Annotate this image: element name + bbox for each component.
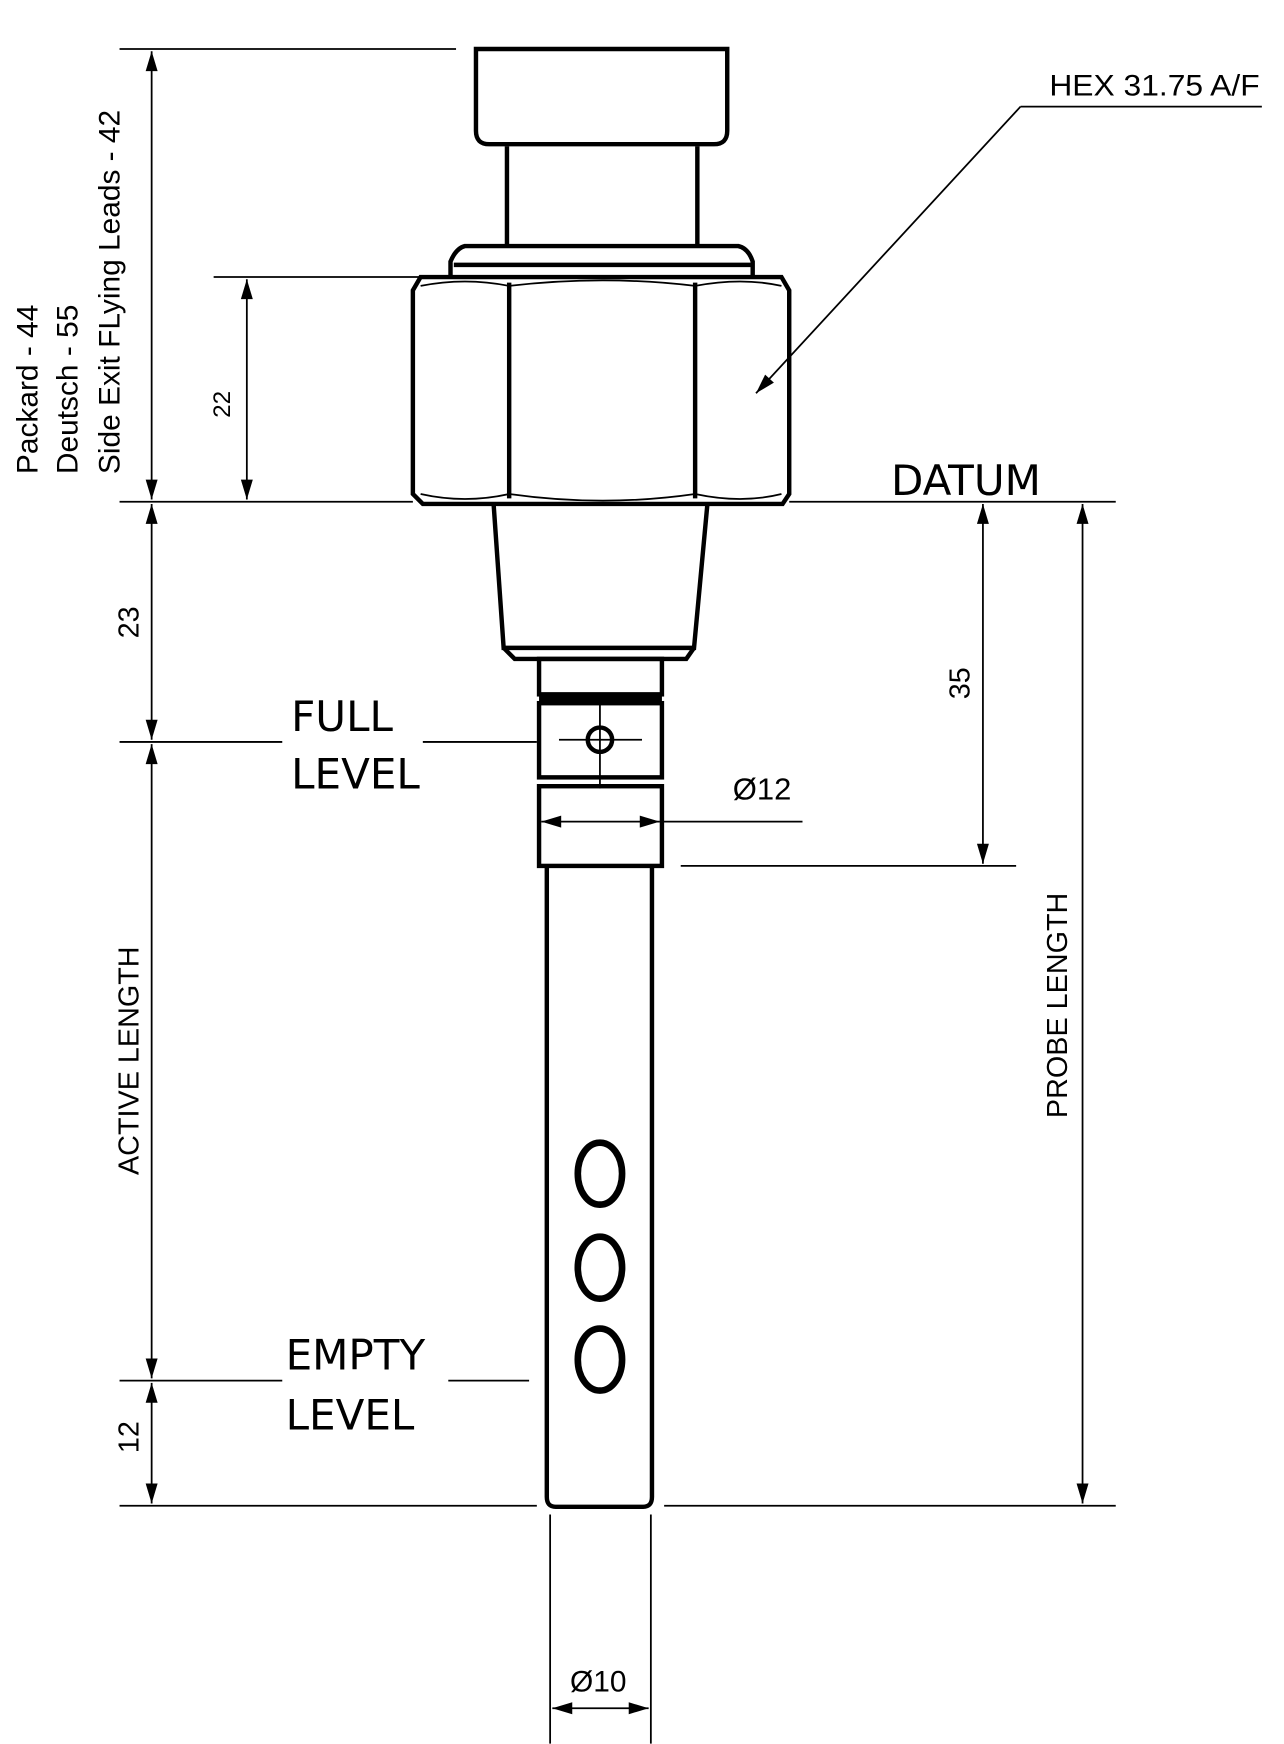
connector-head [473,46,730,147]
connector-flying-leads-label: Side Exit FLying Leads - 42 [94,110,127,474]
sensor-body [410,46,792,1510]
probe-hole [574,1139,626,1208]
empty-level-label-2: LEVEL [286,1390,415,1439]
active-length-label: ACTIVE LENGTH [113,946,145,1175]
collar-diameter-label: Ø12 [733,771,792,806]
probe-tube [544,865,655,1510]
hex-label: HEX 31.75 A/F [1049,70,1259,103]
connector-neck [504,146,700,247]
full-level-label-2: LEVEL [291,749,420,798]
thread-taper [491,504,710,651]
collar [448,243,755,278]
probe-hole [574,1325,626,1394]
lower-collar [536,784,665,869]
thread-to-full-dim: 23 [113,606,145,638]
hex-nut [410,274,792,507]
hex-leader-arrow [755,105,1022,394]
hex-height-dim: 22 [209,391,236,418]
full-level-label-1: FULL [291,692,393,741]
datum-to-shoulder-dim: 35 [945,667,977,699]
probe-diameter-label: Ø10 [570,1666,626,1699]
empty-level-label-1: EMPTY [286,1331,426,1380]
datum-label: DATUM [891,456,1041,505]
probe-hole [574,1233,626,1303]
shoulder [536,656,665,697]
empty-to-tip-dim: 12 [113,1421,145,1453]
probe-length-label: PROBE LENGTH [1042,893,1074,1118]
connector-packard-label: Packard - 44 [12,305,45,474]
connector-deutsch-label: Deutsch - 55 [51,305,84,474]
dimension-lines [145,51,1089,1715]
extension-lines [119,48,1262,1744]
